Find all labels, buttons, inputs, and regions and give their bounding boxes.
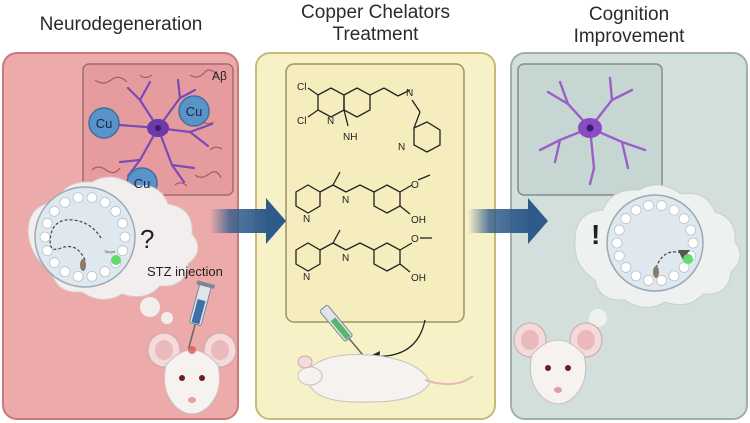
c3-n-ring: N <box>303 272 310 283</box>
maze-rim-dot <box>630 270 642 282</box>
maze-rim-dot <box>620 262 632 273</box>
compound-3-structure <box>295 229 432 273</box>
c2-n-imine: N <box>342 195 349 206</box>
compound-2-structure <box>295 171 431 215</box>
maze-rim-dot <box>59 266 71 278</box>
maze-rim-dot <box>72 270 84 282</box>
mouse-icon-left <box>147 332 237 415</box>
title-copper-chelators: Copper Chelators Treatment <box>256 2 495 46</box>
copper-label-3: Cu <box>134 176 151 191</box>
maze-rim-dot <box>59 196 71 208</box>
title-cognition-line1: Cognition <box>588 4 670 25</box>
c3-o: O <box>411 234 419 245</box>
c1-nh: NH <box>343 132 357 143</box>
water-maze-icon-right <box>606 194 704 292</box>
maze-rim-dot <box>678 262 690 273</box>
c2-n-ring: N <box>303 214 310 225</box>
copper-label-2: Cu <box>186 104 203 119</box>
arrow-right-icon <box>210 198 286 244</box>
maze-rim-dot <box>613 250 625 262</box>
maze-rim-dot <box>656 275 667 286</box>
water-maze-icon <box>34 186 136 288</box>
c1-cl-top: Cl <box>297 82 306 93</box>
maze-rim-dot <box>119 231 131 243</box>
title-cognition-improvement: Cognition Improvement <box>511 4 747 48</box>
maze-rim-dot <box>668 204 680 216</box>
mouse-icon-right <box>513 322 603 405</box>
title-copper-chelators-line2: Treatment <box>332 24 419 45</box>
title-neurodegeneration: Neurodegeneration <box>39 14 203 35</box>
maze-target-label: Target <box>104 249 116 254</box>
syringe-icon <box>187 280 215 349</box>
maze-rim-dot <box>668 270 680 282</box>
maze-rim-dot <box>99 266 111 278</box>
maze-rim-dot <box>630 204 642 216</box>
copper-label-1: Cu <box>96 116 113 131</box>
c3-n-imine: N <box>342 253 349 264</box>
maze-rim-dot <box>620 213 632 224</box>
maze-rim-dot <box>110 205 122 217</box>
maze-rim-dot <box>42 217 53 229</box>
c2-o: O <box>411 180 419 191</box>
maze-rim-dot <box>117 245 128 257</box>
c1-n-ring: N <box>327 116 334 127</box>
structures-inset <box>285 63 465 323</box>
c1-n-chain: N <box>406 88 413 99</box>
maze-rim-dot <box>685 224 697 236</box>
injection-label: STZ injection <box>147 264 223 279</box>
c1-n-pyridine: N <box>398 142 405 153</box>
maze-rim-dot <box>613 224 625 236</box>
panel-cognition-improvement <box>510 52 748 420</box>
maze-rim-dot <box>656 200 667 211</box>
copper-ion-1 <box>88 107 120 139</box>
panel-neurodegeneration <box>2 52 239 420</box>
question-mark: ? <box>140 224 154 254</box>
arrow-right-icon-2 <box>468 198 548 244</box>
maze-rim-dot <box>48 257 60 269</box>
c2-oh: OH <box>411 215 426 226</box>
maze-rim-dot <box>687 237 699 249</box>
syringe-icon-treatment <box>319 304 364 356</box>
copper-ion-2 <box>178 95 210 127</box>
c1-cl-bottom: Cl <box>297 116 306 127</box>
compound-1-structure <box>307 87 441 153</box>
maze-rim-dot <box>99 196 111 208</box>
maze-rim-dot <box>643 275 654 286</box>
maze-rim-dot <box>48 205 60 217</box>
maze-rim-dot <box>86 192 98 204</box>
exclamation-mark: ! <box>591 219 600 250</box>
maze-rim-dot <box>72 192 84 204</box>
maze-rim-dot <box>39 231 51 243</box>
amyloid-label: Aβ <box>212 69 227 83</box>
maze-rim-dot <box>117 217 128 229</box>
maze-rim-dot <box>611 237 623 249</box>
maze-rim-dot <box>42 245 53 257</box>
panel-copper-chelators <box>255 52 496 420</box>
title-copper-chelators-line1: Copper Chelators <box>301 2 450 23</box>
maze-rim-dot <box>678 213 690 224</box>
c3-oh: OH <box>411 273 426 284</box>
mouse-icon-treatment <box>297 354 474 403</box>
maze-rim-dot <box>86 270 98 282</box>
maze-rim-dot <box>643 200 654 211</box>
title-cognition-line2: Improvement <box>573 26 685 47</box>
